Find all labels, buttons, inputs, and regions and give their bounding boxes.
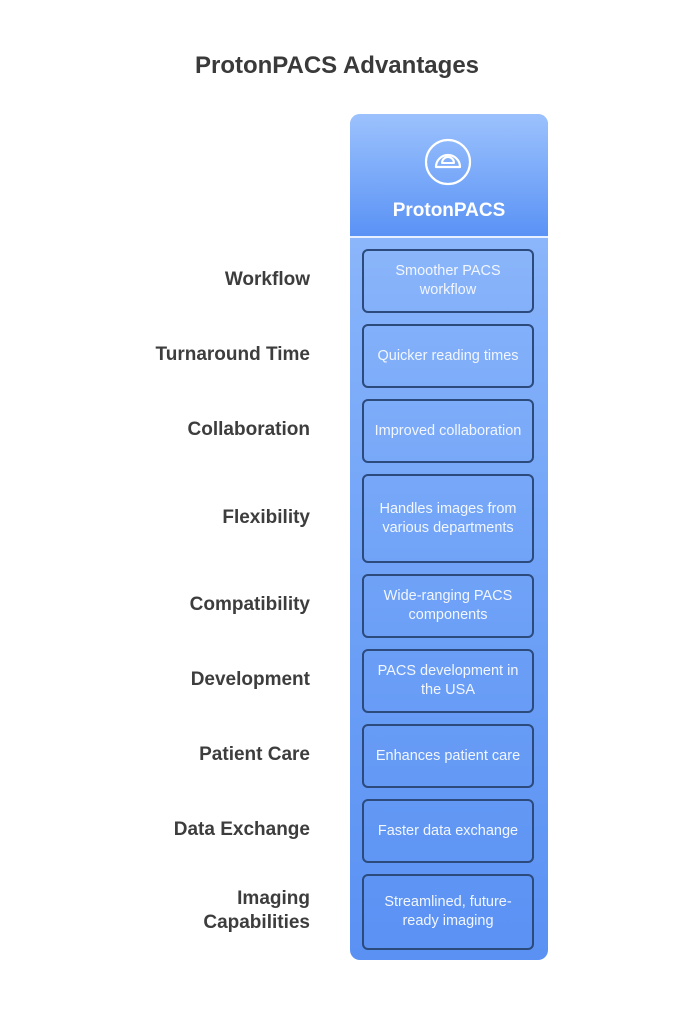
- card-workflow: Smoother PACS workflow: [362, 249, 534, 313]
- label-workflow: Workflow: [224, 269, 310, 290]
- page-title: ProtonPACS Advantages: [194, 52, 480, 79]
- column-header: ProtonPACS: [350, 114, 548, 238]
- card-flexibility: Handles images from various departments: [362, 474, 534, 563]
- label-collaboration: Collaboration: [187, 419, 310, 440]
- protonpacs-column: ProtonPACS Smoother PACS workflow Quicke…: [350, 114, 548, 960]
- card-imaging-capabilities: Streamlined, future-ready imaging: [362, 874, 534, 950]
- label-patient-care: Patient Care: [199, 744, 310, 765]
- card-development: PACS development in the USA: [362, 649, 534, 713]
- label-turnaround-time: Turnaround Time: [155, 344, 310, 365]
- card-turnaround-time: Quicker reading times: [362, 324, 534, 388]
- label-flexibility: Flexibility: [222, 507, 310, 528]
- label-imaging-capabilities: Imaging Capabilities: [203, 888, 310, 933]
- label-data-exchange: Data Exchange: [173, 819, 310, 840]
- label-compatibility: Compatibility: [189, 594, 310, 615]
- card-patient-care: Enhances patient care: [362, 724, 534, 788]
- card-compatibility: Wide-ranging PACS components: [362, 574, 534, 638]
- card-collaboration: Improved collaboration: [362, 399, 534, 463]
- protractor-icon: [424, 138, 472, 186]
- card-data-exchange: Faster data exchange: [362, 799, 534, 863]
- label-development: Development: [190, 669, 310, 690]
- column-title: ProtonPACS: [392, 200, 506, 221]
